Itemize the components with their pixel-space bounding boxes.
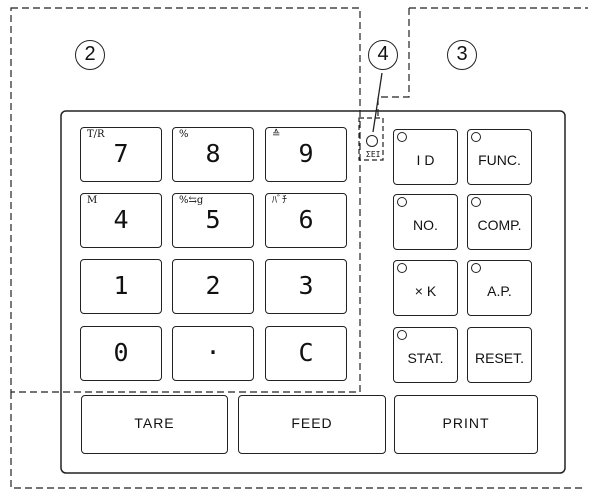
key-label: · xyxy=(205,338,221,367)
callout-4: 4 xyxy=(368,40,398,70)
led-indicator-icon xyxy=(397,263,407,273)
key-9[interactable]: ≙9 xyxy=(265,127,347,182)
indicator-lamp-icon xyxy=(366,135,378,147)
key-i-d[interactable]: I D xyxy=(393,129,458,185)
key-label: 9 xyxy=(298,139,314,168)
key-label: 8 xyxy=(205,139,221,168)
led-indicator-icon xyxy=(397,132,407,142)
key-label: 0 xyxy=(113,338,129,367)
indicator-label: ΣEI xyxy=(366,150,381,159)
key-0[interactable]: 0 xyxy=(80,326,162,381)
key-decimal[interactable]: · xyxy=(172,326,254,381)
key-label: 6 xyxy=(298,205,314,234)
key-c[interactable]: C xyxy=(265,326,347,381)
key-label: A.P. xyxy=(487,283,512,299)
key-label: 3 xyxy=(298,271,314,300)
key-label: × K xyxy=(414,283,437,299)
key-label: I D xyxy=(416,152,435,168)
key-2[interactable]: 2 xyxy=(172,259,254,314)
key-stat[interactable]: STAT. xyxy=(393,327,458,383)
led-indicator-icon xyxy=(471,263,481,273)
led-indicator-icon xyxy=(471,197,481,207)
led-indicator-icon xyxy=(397,197,407,207)
key-label: 5 xyxy=(205,205,221,234)
key-label: COMP. xyxy=(477,217,522,233)
feed-key[interactable]: FEED xyxy=(238,395,386,454)
callout-3: 3 xyxy=(447,40,477,70)
key-1[interactable]: 1 xyxy=(80,259,162,314)
key-secondary-label: ≙ xyxy=(272,129,281,140)
feed-key-label: FEED xyxy=(291,415,333,431)
key-label: NO. xyxy=(413,217,438,233)
key-label: 2 xyxy=(205,271,221,300)
key-label: STAT. xyxy=(407,350,444,366)
key-label: 4 xyxy=(113,205,129,234)
print-key[interactable]: PRINT xyxy=(394,395,538,454)
callout-2: 2 xyxy=(75,40,105,70)
key-secondary-label: %⇆g xyxy=(179,195,204,206)
key-no[interactable]: NO. xyxy=(393,194,458,250)
led-indicator-icon xyxy=(397,330,407,340)
key-func[interactable]: FUNC. xyxy=(467,129,532,185)
key-reset[interactable]: RESET. xyxy=(467,327,532,383)
key-label: 7 xyxy=(113,139,129,168)
key-secondary-label: T/R xyxy=(87,129,105,140)
led-indicator-icon xyxy=(471,132,481,142)
key-label: C xyxy=(298,338,314,367)
key-k[interactable]: × K xyxy=(393,260,458,316)
key-3[interactable]: 3 xyxy=(265,259,347,314)
key-label: FUNC. xyxy=(478,152,521,168)
tare-key[interactable]: TARE xyxy=(81,395,228,454)
tare-key-label: TARE xyxy=(134,415,175,431)
print-key-label: PRINT xyxy=(442,415,490,431)
key-label: RESET. xyxy=(474,350,524,366)
key-a-p[interactable]: A.P. xyxy=(467,260,532,316)
key-6[interactable]: ﾊﾞﾁ 6 xyxy=(265,193,347,248)
key-comp[interactable]: COMP. xyxy=(467,194,532,250)
key-8[interactable]: %8 xyxy=(172,127,254,182)
key-secondary-label: ﾊﾞﾁ xyxy=(272,195,287,206)
key-secondary-label: M xyxy=(87,195,98,206)
key-secondary-label: % xyxy=(179,129,189,140)
key-label: 1 xyxy=(113,271,129,300)
key-7[interactable]: T/R 7 xyxy=(80,127,162,182)
